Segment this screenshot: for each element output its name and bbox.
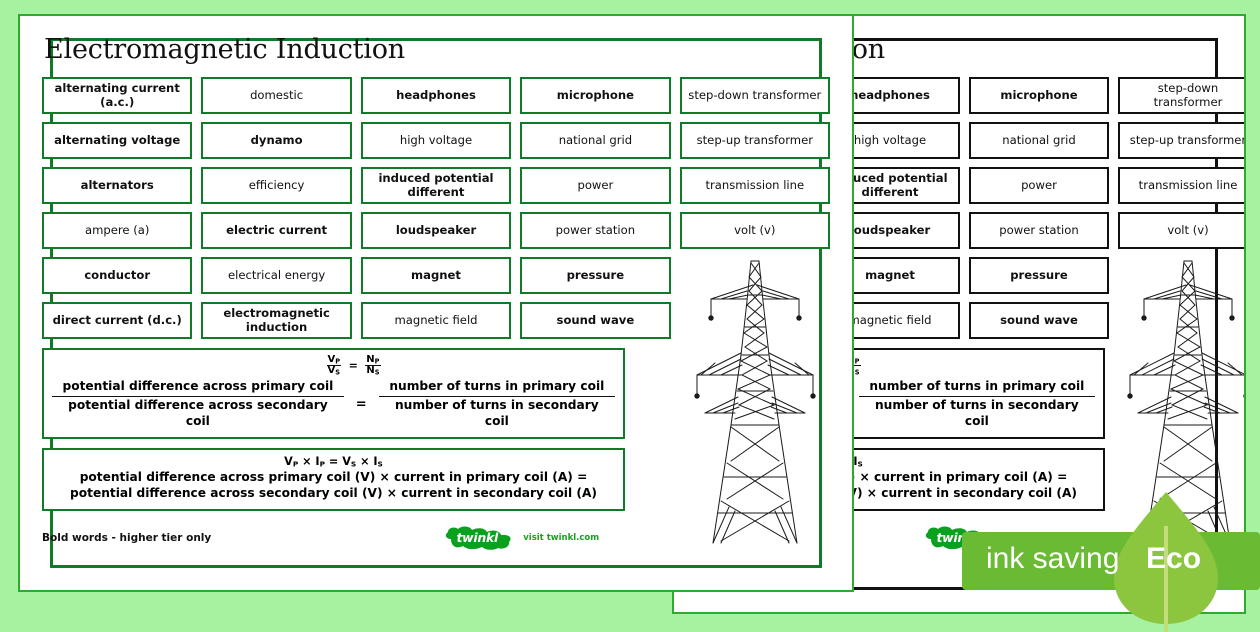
word-cell: electrical energy: [201, 257, 351, 294]
pd-secondary-text: potential difference across secondary co…: [52, 397, 344, 430]
word-cell: volt (v): [1118, 212, 1244, 249]
word-cell: loudspeaker: [361, 212, 511, 249]
turns-secondary-text: number of turns in secondary coil: [379, 397, 615, 430]
word-cell: alternators: [42, 167, 192, 204]
word-cell: step-down transformer: [680, 77, 830, 114]
word-cell: magnetic field: [361, 302, 511, 339]
turns-fraction: number of turns in primary coil number o…: [379, 379, 615, 430]
colour-sheet: Electromagnetic Induction alternating cu…: [18, 14, 854, 592]
eco-badge-ink-saving-text: ink saving: [986, 542, 1119, 576]
word-cell: high voltage: [361, 122, 511, 159]
word-cell: transmission line: [1118, 167, 1244, 204]
word-cell: dynamo: [201, 122, 351, 159]
eco-badge-eco-text: Eco: [1146, 542, 1201, 576]
electricity-pylon-image: [1118, 257, 1244, 339]
word-cell: step-down transformer: [1118, 77, 1244, 114]
word-cell: alternating current (a.c.): [42, 77, 192, 114]
ink-saving-eco-badge: ink saving Eco: [962, 532, 1260, 590]
word-cell: pressure: [520, 257, 670, 294]
word-cell: national grid: [969, 122, 1109, 159]
formula-box-turns-ratio: VP VS = NP NS potential difference acros…: [42, 348, 625, 439]
word-cell: alternating voltage: [42, 122, 192, 159]
word-cell: magnet: [361, 257, 511, 294]
word-cell: power: [520, 167, 670, 204]
word-cell: headphones: [361, 77, 511, 114]
twinkl-wordmark: twinkl: [443, 526, 511, 550]
page-title: Electromagnetic Induction: [44, 34, 830, 65]
word-cell: ampere (a): [42, 212, 192, 249]
formula2-line2: potential difference across primary coil…: [52, 470, 615, 486]
word-cell: sound wave: [520, 302, 670, 339]
word-cell: step-up transformer: [1118, 122, 1244, 159]
word-grid: alternating current (a.c.)domestic headph…: [42, 77, 830, 339]
footer-note: Bold words - higher tier only: [42, 532, 211, 544]
word-cell: microphone: [969, 77, 1109, 114]
pd-primary-text: potential difference across primary coil: [52, 379, 344, 397]
formula-symbolic: VP VS = NP NS: [92, 355, 615, 376]
word-cell: sound wave: [969, 302, 1109, 339]
word-cell: microphone: [520, 77, 670, 114]
formula-words: potential difference across primary coil…: [52, 379, 615, 430]
np-ns-fraction: NP NS: [365, 355, 380, 376]
word-cell: electromagnetic induction: [201, 302, 351, 339]
word-cell: power station: [520, 212, 670, 249]
electricity-pylon-image: [680, 257, 830, 339]
word-cell: electric current: [201, 212, 351, 249]
twinkl-blob-icon: twinkl: [443, 526, 519, 550]
twinkl-visit-text: visit twinkl.com: [523, 533, 599, 543]
vp-vs-fraction: VP VS: [327, 355, 342, 376]
word-cell: volt (v): [680, 212, 830, 249]
pd-fraction: potential difference across primary coil…: [52, 379, 344, 430]
word-cell: pressure: [969, 257, 1109, 294]
formula2-symbolic: VP × IP = VS × IS: [52, 455, 615, 469]
words-equals-sign: =: [344, 397, 379, 412]
word-cell: power station: [969, 212, 1109, 249]
word-cell: domestic: [201, 77, 351, 114]
word-cell: national grid: [520, 122, 670, 159]
turns-primary-text: number of turns in primary coil: [379, 379, 615, 397]
word-cell: transmission line: [680, 167, 830, 204]
word-cell: power: [969, 167, 1109, 204]
word-cell: induced potential different: [361, 167, 511, 204]
twinkl-logo[interactable]: twinkl visit twinkl.com: [443, 526, 599, 550]
formula-equals-sign: =: [345, 360, 362, 371]
formula-box-power: VP × IP = VS × IS potential difference a…: [42, 448, 625, 511]
word-cell: conductor: [42, 257, 192, 294]
formula2-line3: potential difference across secondary co…: [52, 486, 615, 502]
word-cell: step-up transformer: [680, 122, 830, 159]
word-cell: direct current (d.c.): [42, 302, 192, 339]
word-cell: efficiency: [201, 167, 351, 204]
